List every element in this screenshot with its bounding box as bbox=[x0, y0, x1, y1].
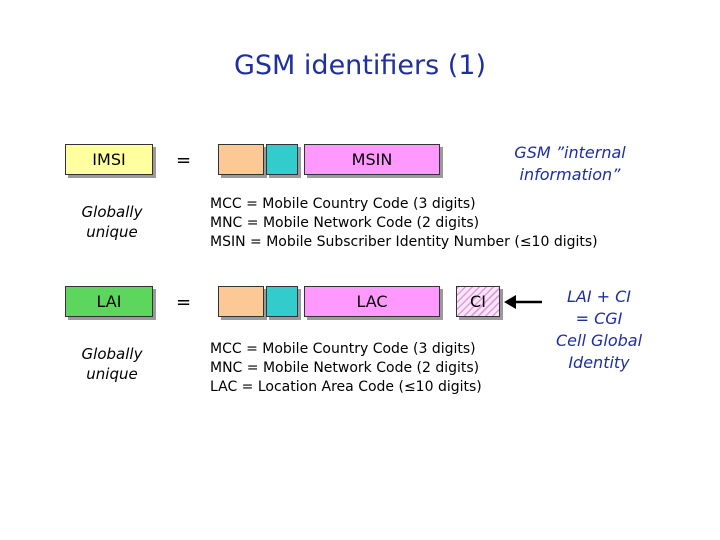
imsi-qualifier-line: Globally bbox=[81, 203, 143, 221]
msin-label: MSIN bbox=[351, 150, 393, 169]
lai-desc-line: LAC = Location Area Code (≤10 digits) bbox=[210, 379, 482, 395]
gsm-internal-note: GSM ”internal information” bbox=[500, 142, 640, 186]
cgi-note: LAI + CI = CGI Cell Global Identity bbox=[540, 286, 658, 374]
imsi-msin-field: MSIN bbox=[304, 144, 440, 175]
arrow-left-icon bbox=[504, 295, 542, 309]
cgi-note-line: Identity bbox=[568, 353, 630, 372]
lai-desc-line: MCC = Mobile Country Code (3 digits) bbox=[210, 341, 476, 357]
lai-qualifier-line: unique bbox=[86, 365, 138, 383]
imsi-mnc-field bbox=[266, 144, 298, 175]
lai-lac-field: LAC bbox=[304, 286, 440, 317]
lai-ci-field: CI bbox=[456, 286, 500, 317]
imsi-description: MCC = Mobile Country Code (3 digits) MNC… bbox=[210, 195, 598, 252]
lai-label: LAI bbox=[96, 292, 122, 311]
ci-label: CI bbox=[470, 292, 486, 311]
imsi-mcc-field bbox=[218, 144, 264, 175]
gsm-internal-note-line: GSM ”internal bbox=[514, 143, 626, 162]
lai-desc-line: MNC = Mobile Network Code (2 digits) bbox=[210, 360, 480, 376]
imsi-label-box: IMSI bbox=[65, 144, 153, 175]
lac-label: LAC bbox=[356, 292, 388, 311]
lai-mcc-field bbox=[218, 286, 264, 317]
imsi-desc-line: MSIN = Mobile Subscriber Identity Number… bbox=[210, 234, 598, 250]
page-title: GSM identifiers (1) bbox=[233, 50, 486, 81]
imsi-desc-line: MCC = Mobile Country Code (3 digits) bbox=[210, 196, 476, 212]
cgi-note-line: Cell Global bbox=[555, 331, 643, 350]
imsi-qualifier-line: unique bbox=[86, 223, 138, 241]
cgi-note-line: = CGI bbox=[575, 309, 623, 328]
cgi-note-line: LAI + CI bbox=[566, 287, 632, 306]
lai-mnc-field bbox=[266, 286, 298, 317]
lai-description: MCC = Mobile Country Code (3 digits) MNC… bbox=[210, 340, 482, 397]
imsi-label: IMSI bbox=[92, 150, 126, 169]
imsi-desc-line: MNC = Mobile Network Code (2 digits) bbox=[210, 215, 480, 231]
gsm-internal-note-line: information” bbox=[519, 165, 621, 184]
lai-qualifier: Globally unique bbox=[60, 344, 164, 384]
imsi-qualifier: Globally unique bbox=[60, 202, 164, 242]
lai-label-box: LAI bbox=[65, 286, 153, 317]
lai-equals-sign: = bbox=[176, 292, 192, 313]
lai-qualifier-line: Globally bbox=[81, 345, 143, 363]
imsi-equals-sign: = bbox=[176, 150, 192, 171]
